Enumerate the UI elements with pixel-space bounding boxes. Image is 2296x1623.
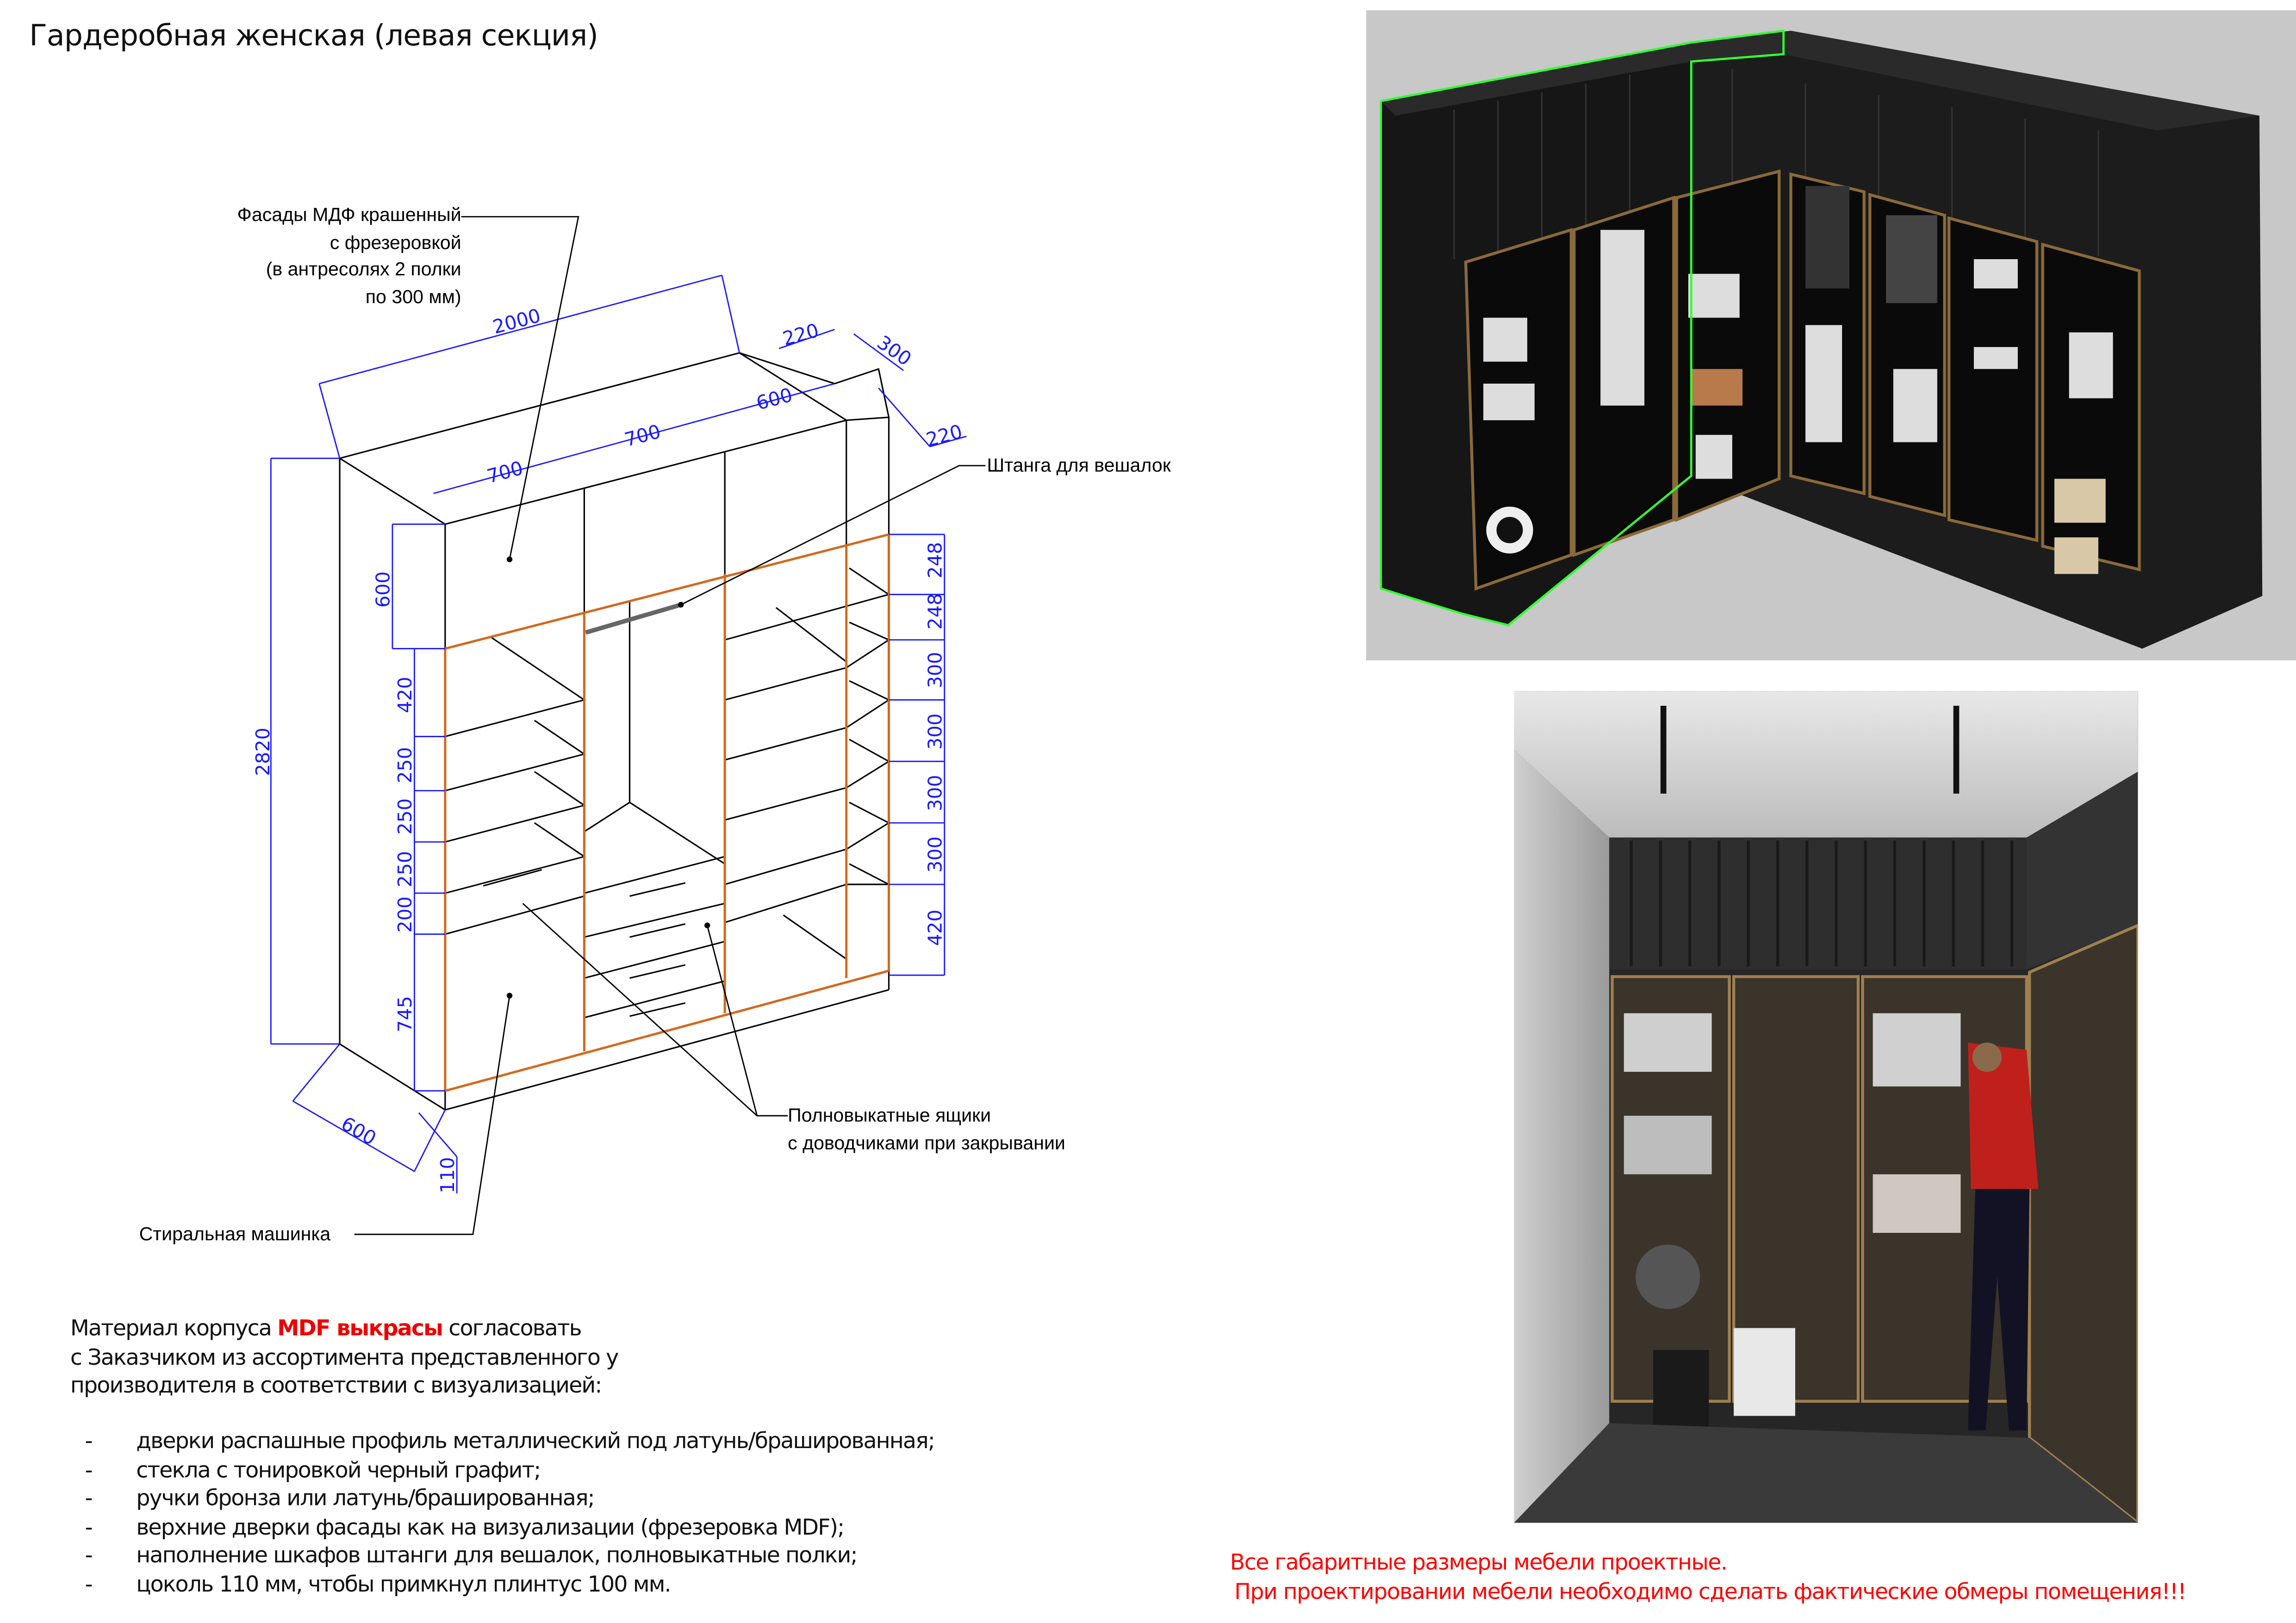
list-item-text: цоколь 110 мм, чтобы примкнул плинтус 10… <box>136 1570 671 1597</box>
callout-facades-line: с фрезеровкой <box>330 230 461 253</box>
bullet: - <box>85 1427 93 1454</box>
list-item-text: дверки распашные профиль металлический п… <box>136 1427 935 1454</box>
notes-text: с Заказчиком из ассортимента представлен… <box>70 1343 619 1370</box>
facade-edges <box>444 533 890 1092</box>
page-title: Гардеробная женская (левая секция) <box>29 17 598 53</box>
dim-left-2: 250 <box>394 747 416 784</box>
dim-right-6: 300 <box>924 836 946 873</box>
callout-drawers-line: с доводчиками при закрывании <box>788 1131 1065 1153</box>
notes-highlight: MDF выкрасы <box>277 1315 443 1342</box>
callout-facades: Фасады МДФ крашенный с фрезеровкой (в ан… <box>237 202 461 311</box>
dim-left-5: 200 <box>394 896 416 933</box>
bullet: - <box>85 1456 93 1483</box>
dim-section-1: 700 <box>485 457 525 488</box>
dim-right-7: 420 <box>924 909 946 946</box>
list-item-text: стекла с тонировкой черный графит; <box>136 1456 541 1483</box>
dim-top-right-3: 220 <box>924 420 964 451</box>
bullet: - <box>85 1485 93 1511</box>
dim-right-2: 248 <box>924 593 946 630</box>
dimension-lines <box>270 274 967 1194</box>
dim-depth: 600 <box>337 1112 380 1150</box>
bullet: - <box>85 1570 93 1597</box>
list-item-text: верхние дверки фасады как на визуализаци… <box>136 1513 845 1540</box>
callout-facades-line: (в антресолях 2 полки <box>266 257 461 280</box>
callout-facades-line: Фасады МДФ крашенный <box>237 203 461 226</box>
dim-total-width: 2000 <box>491 305 543 338</box>
dim-top-right-1: 220 <box>780 319 821 350</box>
dim-right-1: 248 <box>924 542 946 578</box>
list-item-text: наполнение шкафов штанги для вешалок, по… <box>136 1542 858 1568</box>
bullet: - <box>85 1542 93 1568</box>
callout-drawers-line: Полновыкатные ящики <box>788 1104 991 1126</box>
dim-top-right-2: 300 <box>873 331 915 370</box>
callout-rod: Штанга для вешалок <box>987 454 1171 476</box>
notes-text: согласовать <box>442 1315 582 1342</box>
dim-left-1: 420 <box>394 677 416 713</box>
leader-lines <box>354 216 986 1235</box>
callout-drawers: Полновыкатные ящики с доводчиками при за… <box>788 1102 1065 1157</box>
dim-section-3: 600 <box>754 384 795 415</box>
notes-text: производителя в соответствии с визуализа… <box>70 1372 602 1399</box>
dim-right-5: 300 <box>924 775 946 811</box>
material-notes: Материал корпуса MDF выкрасы согласовать… <box>70 1315 619 1400</box>
callout-washer: Стиральная машинка <box>139 1222 331 1245</box>
dim-section-2: 700 <box>622 420 663 451</box>
dim-plinth: 110 <box>436 1157 459 1194</box>
render-interior-view <box>1514 691 2138 1523</box>
dim-right-3: 300 <box>924 652 946 689</box>
list-item: - дверки распашные профиль металлический … <box>85 1427 935 1456</box>
bullet: - <box>85 1513 93 1540</box>
render-3d-top-view <box>1366 10 2296 660</box>
list-item: - ручки бронза или латунь/брашированная; <box>85 1485 934 1513</box>
list-item: - стекла с тонировкой черный графит; <box>85 1456 934 1485</box>
dim-left-6: 745 <box>394 996 416 1032</box>
list-item: - наполнение шкафов штанги для вешалок, п… <box>85 1542 934 1571</box>
dimension-labels: 2000 700 700 600 220 300 220 2820 600 42… <box>252 305 964 1194</box>
warning-line-2: При проектировании мебели необходимо сде… <box>1234 1578 2186 1605</box>
notes-text: Материал корпуса <box>70 1315 278 1342</box>
dim-total-height: 2820 <box>252 728 274 776</box>
wardrobe-isometric-drawing: 2000 700 700 600 220 300 220 2820 600 42… <box>252 216 986 1235</box>
dim-mezzanine: 600 <box>372 572 394 608</box>
list-item-text: ручки бронза или латунь/брашированная; <box>136 1485 595 1511</box>
callout-facades-line: по 300 мм) <box>365 285 461 307</box>
dim-right-4: 300 <box>924 713 946 750</box>
cabinet-outline <box>339 352 891 1111</box>
hanging-rod <box>585 603 682 635</box>
list-item: - цоколь 110 мм, чтобы примкнул плинтус 1… <box>85 1570 934 1599</box>
warning-line-1: Все габаритные размеры мебели проектные. <box>1230 1549 1728 1576</box>
dim-left-3: 250 <box>394 798 416 835</box>
list-item: - верхние дверки фасады как на визуализац… <box>85 1513 934 1542</box>
requirements-list: - дверки распашные профиль металлический … <box>85 1427 935 1599</box>
dim-left-4: 250 <box>394 851 416 888</box>
